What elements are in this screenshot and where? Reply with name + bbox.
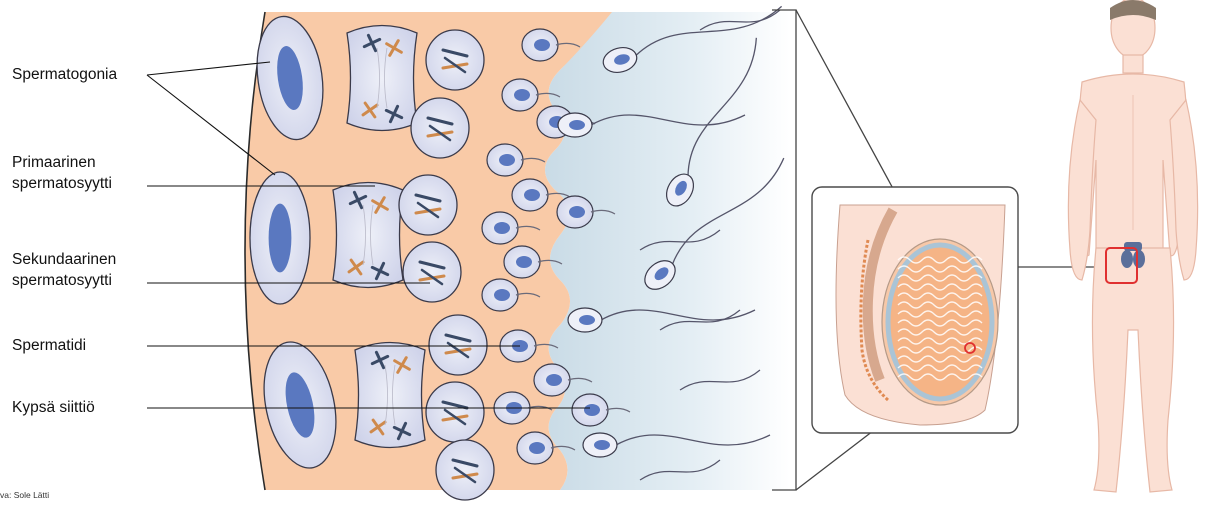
label-secondary-spermatocyte-line2: spermatosyytti — [12, 270, 112, 291]
label-spermatogonia: Spermatogonia — [12, 64, 117, 85]
spermatid-nucleus — [534, 39, 550, 51]
secondary-spermatocyte-cell — [429, 315, 487, 375]
spermatid-nucleus — [514, 89, 530, 101]
label-primary-spermatocyte-line1: Primaarinen — [12, 152, 96, 173]
sperm-nucleus — [579, 315, 595, 325]
spermatid-nucleus — [524, 189, 540, 201]
primary-spermatocyte-cell — [355, 343, 425, 448]
label-mature-sperm: Kypsä siittiö — [12, 397, 95, 418]
secondary-spermatocyte-cell — [436, 440, 494, 500]
leader-spermatogonia-1 — [147, 62, 270, 75]
secondary-spermatocyte-cell — [426, 30, 484, 90]
spermatid-nucleus — [546, 374, 562, 386]
spermatid-nucleus — [516, 256, 532, 268]
primary-spermatocyte-cell — [347, 26, 417, 131]
secondary-spermatocyte-cell — [399, 175, 457, 235]
label-secondary-spermatocyte-line1: Sekundaarinen — [12, 249, 116, 270]
sperm-nucleus — [569, 120, 585, 130]
image-credit: va: Sole Lätti — [0, 490, 49, 500]
testis-section-inset — [812, 187, 1105, 433]
spermatid-nucleus — [499, 154, 515, 166]
spermatid-nucleus — [529, 442, 545, 454]
secondary-spermatocyte-cell — [426, 382, 484, 442]
label-spermatid: Spermatidi — [12, 335, 86, 356]
sperm-nucleus — [594, 440, 610, 450]
spermatid-nucleus — [494, 222, 510, 234]
primary-spermatocyte-cell — [333, 183, 403, 288]
spermatid-nucleus — [584, 404, 600, 416]
spermatid-nucleus — [569, 206, 585, 218]
spermatid-nucleus — [494, 289, 510, 301]
secondary-spermatocyte-cell — [403, 242, 461, 302]
secondary-spermatocyte-cell — [411, 98, 469, 158]
label-primary-spermatocyte-line2: spermatosyytti — [12, 173, 112, 194]
spermatogonium-nucleus — [269, 204, 292, 273]
spermatogonium-cell — [250, 172, 310, 304]
